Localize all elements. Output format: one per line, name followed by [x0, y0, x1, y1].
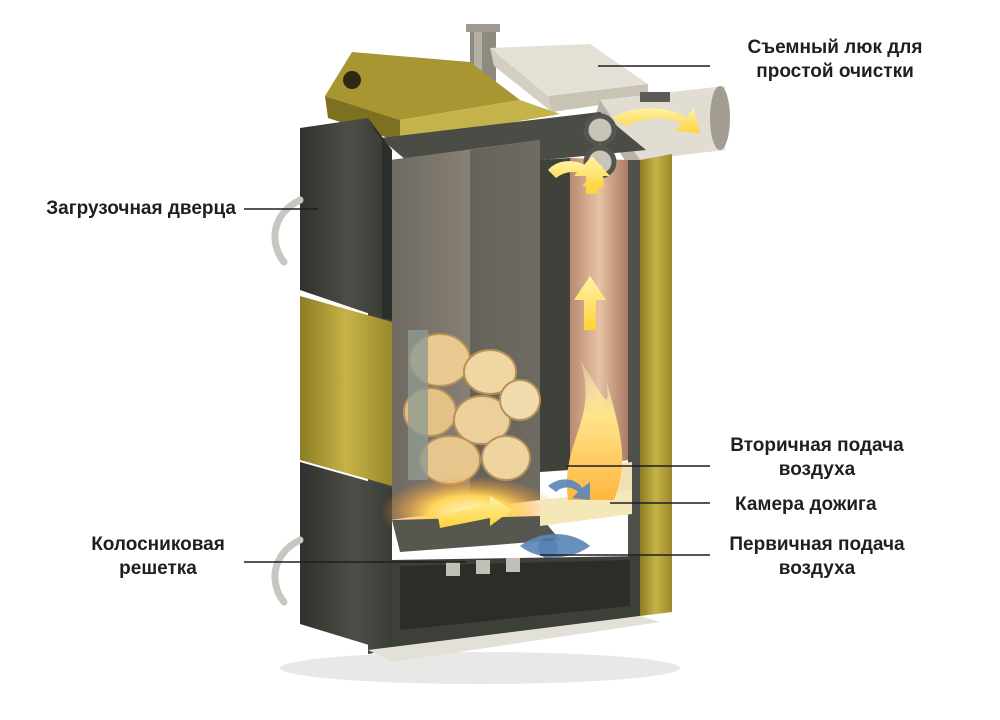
label-grate: Колосниковая решетка [72, 533, 244, 581]
label-cleaning-hatch: Съемный люк для простой очистки [716, 36, 954, 84]
label-primary-air-line1: Первичная подача [729, 534, 905, 555]
flue-flame [566, 360, 623, 500]
label-secondary-air-line1: Вторичная подача [730, 435, 904, 456]
hot-gas-arrows [438, 108, 700, 528]
leader-lines [244, 65, 710, 563]
ash-door [271, 462, 392, 652]
firewood [403, 330, 541, 485]
label-loading-door: Загрузочная дверца [4, 197, 236, 221]
label-secondary-air: Вторичная подача воздуха [712, 434, 922, 482]
bottom-edge [368, 616, 660, 662]
grate [392, 516, 560, 576]
label-loading-door-line1: Загрузочная дверца [46, 198, 236, 219]
cleaning-hatch [490, 44, 648, 112]
air-supply-arrows [520, 479, 590, 558]
label-grate-line2: решетка [119, 558, 197, 579]
right-casing [640, 154, 672, 616]
label-secondary-air-line2: воздуха [778, 459, 856, 480]
label-afterburn-chamber-line1: Камера дожига [735, 494, 877, 515]
ground-shadow [280, 652, 680, 684]
ash-pan [400, 560, 630, 630]
label-afterburn-chamber: Камера дожига [735, 493, 877, 517]
label-cleaning-hatch-line2: простой очистки [756, 61, 914, 82]
insulation-panel [300, 296, 392, 486]
label-grate-line1: Колосниковая [91, 534, 225, 555]
label-primary-air-line2: воздуха [778, 558, 856, 579]
loading-door [271, 118, 392, 320]
label-cleaning-hatch-line1: Съемный люк для [747, 37, 923, 58]
flue-channel [540, 158, 640, 616]
label-primary-air: Первичная подача воздуха [712, 533, 922, 581]
